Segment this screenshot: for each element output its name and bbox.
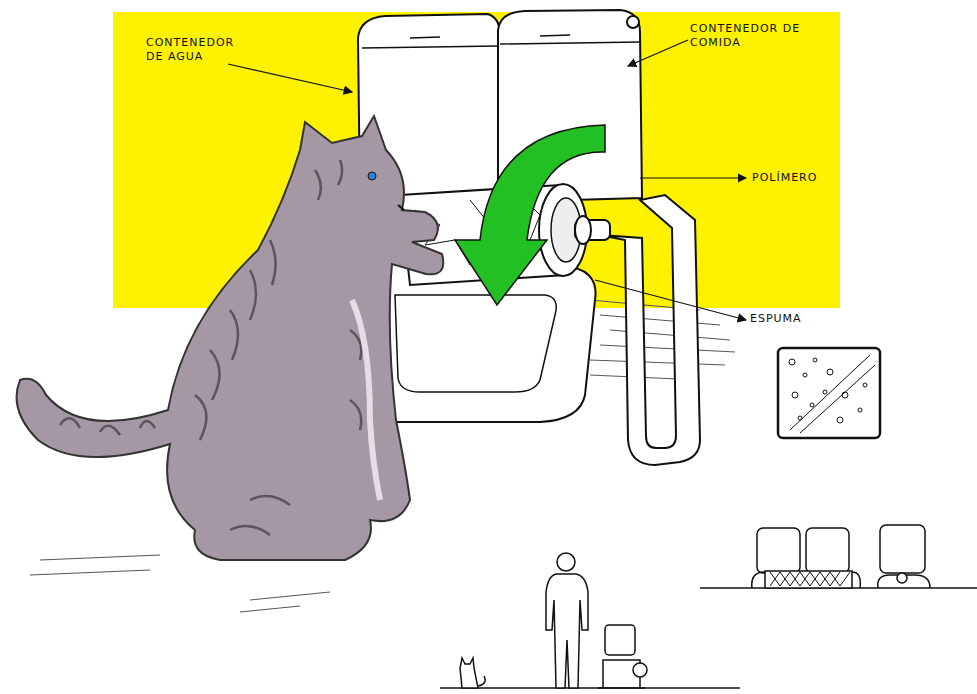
scale-figures bbox=[440, 553, 740, 688]
part-label: CONTENEDOR DE AGUA bbox=[146, 36, 250, 64]
leader-lines bbox=[228, 40, 746, 320]
stand bbox=[600, 195, 700, 465]
part-label: POLÍMERO bbox=[752, 171, 862, 185]
green-rotation-arrow bbox=[455, 125, 605, 305]
feeder-variants bbox=[700, 525, 977, 588]
foam-detail bbox=[778, 348, 880, 438]
yellow-background bbox=[113, 12, 840, 308]
part-label: ESPUMA bbox=[750, 312, 850, 326]
cat bbox=[17, 116, 444, 560]
part-label: CONTENEDOR DE COMIDA bbox=[690, 22, 802, 50]
